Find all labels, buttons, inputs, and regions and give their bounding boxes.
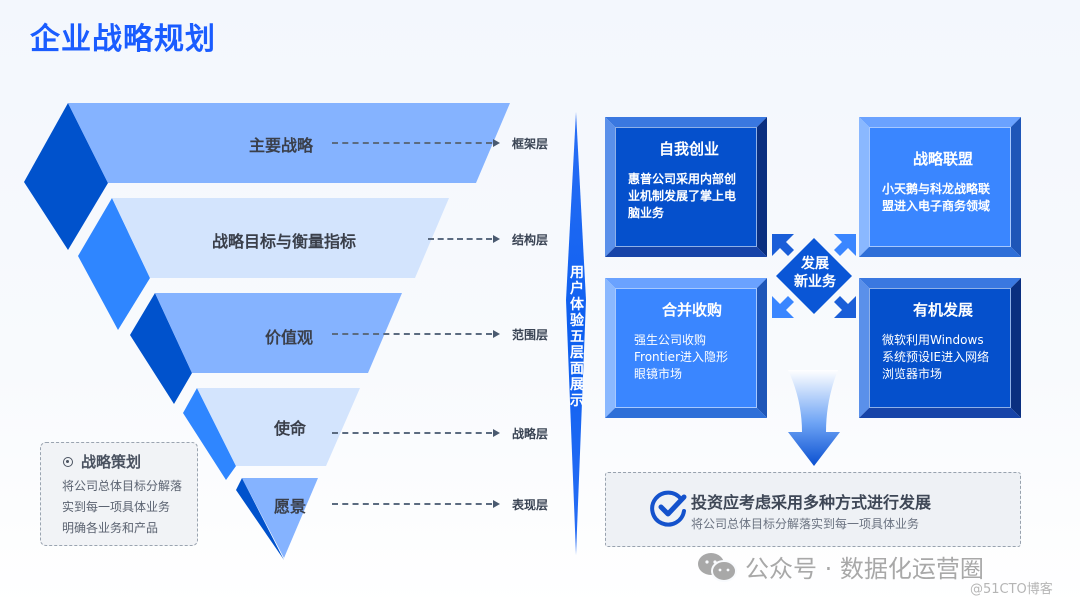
quadrant-title: 战略联盟 bbox=[912, 150, 973, 168]
check-circle-icon bbox=[650, 490, 687, 527]
wechat-icon bbox=[698, 552, 737, 582]
arrow-right-icon bbox=[493, 139, 500, 147]
note-line-2: 实到每一项具体业务 bbox=[62, 500, 171, 514]
layer-label-1: 主要战略 bbox=[249, 136, 314, 155]
quadrant-line: 惠普公司采用内部创 bbox=[628, 172, 737, 186]
quadrant-strategic-alliance: 战略联盟 小天鹅与科龙战略联 盟进入电子商务领域 bbox=[859, 117, 1021, 257]
quadrant-line: 系统预设IE进入网络 bbox=[882, 350, 990, 364]
note-line-1: 将公司总体目标分解落 bbox=[62, 479, 183, 493]
watermark-text: 公众号 · 数据化运营圈 bbox=[745, 555, 984, 583]
conclusion-title: 投资应考虑采用多种方式进行发展 bbox=[691, 493, 932, 512]
conclusion-box: 投资应考虑采用多种方式进行发展 将公司总体目标分解落实到每一项具体业务 bbox=[605, 472, 1021, 547]
watermark: 公众号 · 数据化运营圈 bbox=[697, 549, 984, 584]
layer-label-2: 战略目标与衡量指标 bbox=[212, 232, 357, 251]
spine-shape bbox=[566, 112, 586, 555]
quadrant-line: 眼镜市场 bbox=[634, 367, 683, 381]
watermark-sub: @51CTO博客 bbox=[970, 582, 1053, 597]
quadrant-title: 自我创业 bbox=[658, 140, 719, 158]
layer-label-4: 使命 bbox=[274, 419, 307, 438]
connector-5 bbox=[332, 503, 492, 505]
funnel-diagram bbox=[24, 103, 586, 560]
layer-tag-4: 战略层 bbox=[512, 427, 549, 441]
arrow-right-icon bbox=[493, 500, 500, 508]
connector-3 bbox=[332, 333, 492, 335]
quadrant-title: 合并收购 bbox=[661, 301, 722, 319]
quadrant-self-startup: 自我创业 惠普公司采用内部创 业机制发展了掌上电 脑业务 bbox=[605, 117, 767, 257]
quadrant-line: 盟进入电子商务领域 bbox=[882, 199, 991, 213]
connector-2 bbox=[428, 238, 492, 240]
funnel-layer-1-side bbox=[24, 103, 108, 250]
arrow-right-icon bbox=[493, 429, 500, 437]
connector-4 bbox=[332, 432, 492, 434]
quadrant-line: 浏览器市场 bbox=[882, 367, 943, 381]
note-title: 战略策划 bbox=[81, 453, 142, 471]
quadrant-line: Frontier进入隐形 bbox=[634, 350, 729, 364]
funnel-layer-5-face bbox=[242, 478, 318, 558]
note-line-3: 明确各业务和产品 bbox=[62, 521, 159, 535]
layer-tag-1: 框架层 bbox=[512, 137, 549, 151]
quadrant-line: 脑业务 bbox=[628, 206, 665, 220]
funnel-layer-3-side bbox=[130, 293, 192, 404]
quadrant-merger-acquisition: 合并收购 强生公司收购 Frontier进入隐形 眼镜市场 bbox=[605, 278, 767, 418]
funnel-layer-2-side bbox=[78, 198, 150, 330]
funnel-layer-5-side bbox=[236, 478, 284, 560]
page-title: 企业战略规划 bbox=[30, 22, 216, 57]
expand-arrows-icon bbox=[772, 234, 856, 318]
arrow-right-icon bbox=[493, 235, 500, 243]
center-label: 发展 新业务 bbox=[794, 256, 836, 290]
quadrant-line: 微软利用Windows bbox=[882, 333, 984, 347]
funnel-layer-4-side bbox=[183, 388, 236, 480]
layer-label-5: 愿景 bbox=[274, 497, 307, 516]
arrow-down-icon bbox=[788, 370, 840, 466]
arrow-right-icon bbox=[493, 330, 500, 338]
strategy-planning-note: 战略策划 将公司总体目标分解落 实到每一项具体业务 明确各业务和产品 bbox=[40, 442, 198, 546]
quadrant-organic-growth: 有机发展 微软利用Windows 系统预设IE进入网络 浏览器市场 bbox=[859, 278, 1021, 418]
conclusion-subtitle: 将公司总体目标分解落实到每一项具体业务 bbox=[691, 517, 920, 531]
funnel-layer-4-face bbox=[197, 388, 360, 466]
quadrant-line: 强生公司收购 bbox=[634, 333, 707, 347]
connector-1 bbox=[332, 142, 492, 144]
layer-tag-2: 结构层 bbox=[512, 233, 549, 247]
funnel-layer-1-face bbox=[68, 103, 510, 183]
quadrant-line: 业机制发展了掌上电 bbox=[628, 189, 737, 203]
layer-tag-5: 表现层 bbox=[512, 498, 549, 512]
spine-label: 用户体验五层面展示 bbox=[570, 265, 584, 409]
layer-label-3: 价值观 bbox=[265, 328, 314, 347]
radio-dot-icon bbox=[63, 456, 73, 467]
layer-tag-3: 范围层 bbox=[512, 328, 549, 342]
quadrant-line: 小天鹅与科龙战略联 bbox=[882, 182, 991, 196]
quadrant-title: 有机发展 bbox=[912, 301, 973, 319]
funnel-layer-2-face bbox=[112, 198, 449, 278]
funnel-layer-3-face bbox=[155, 293, 402, 373]
